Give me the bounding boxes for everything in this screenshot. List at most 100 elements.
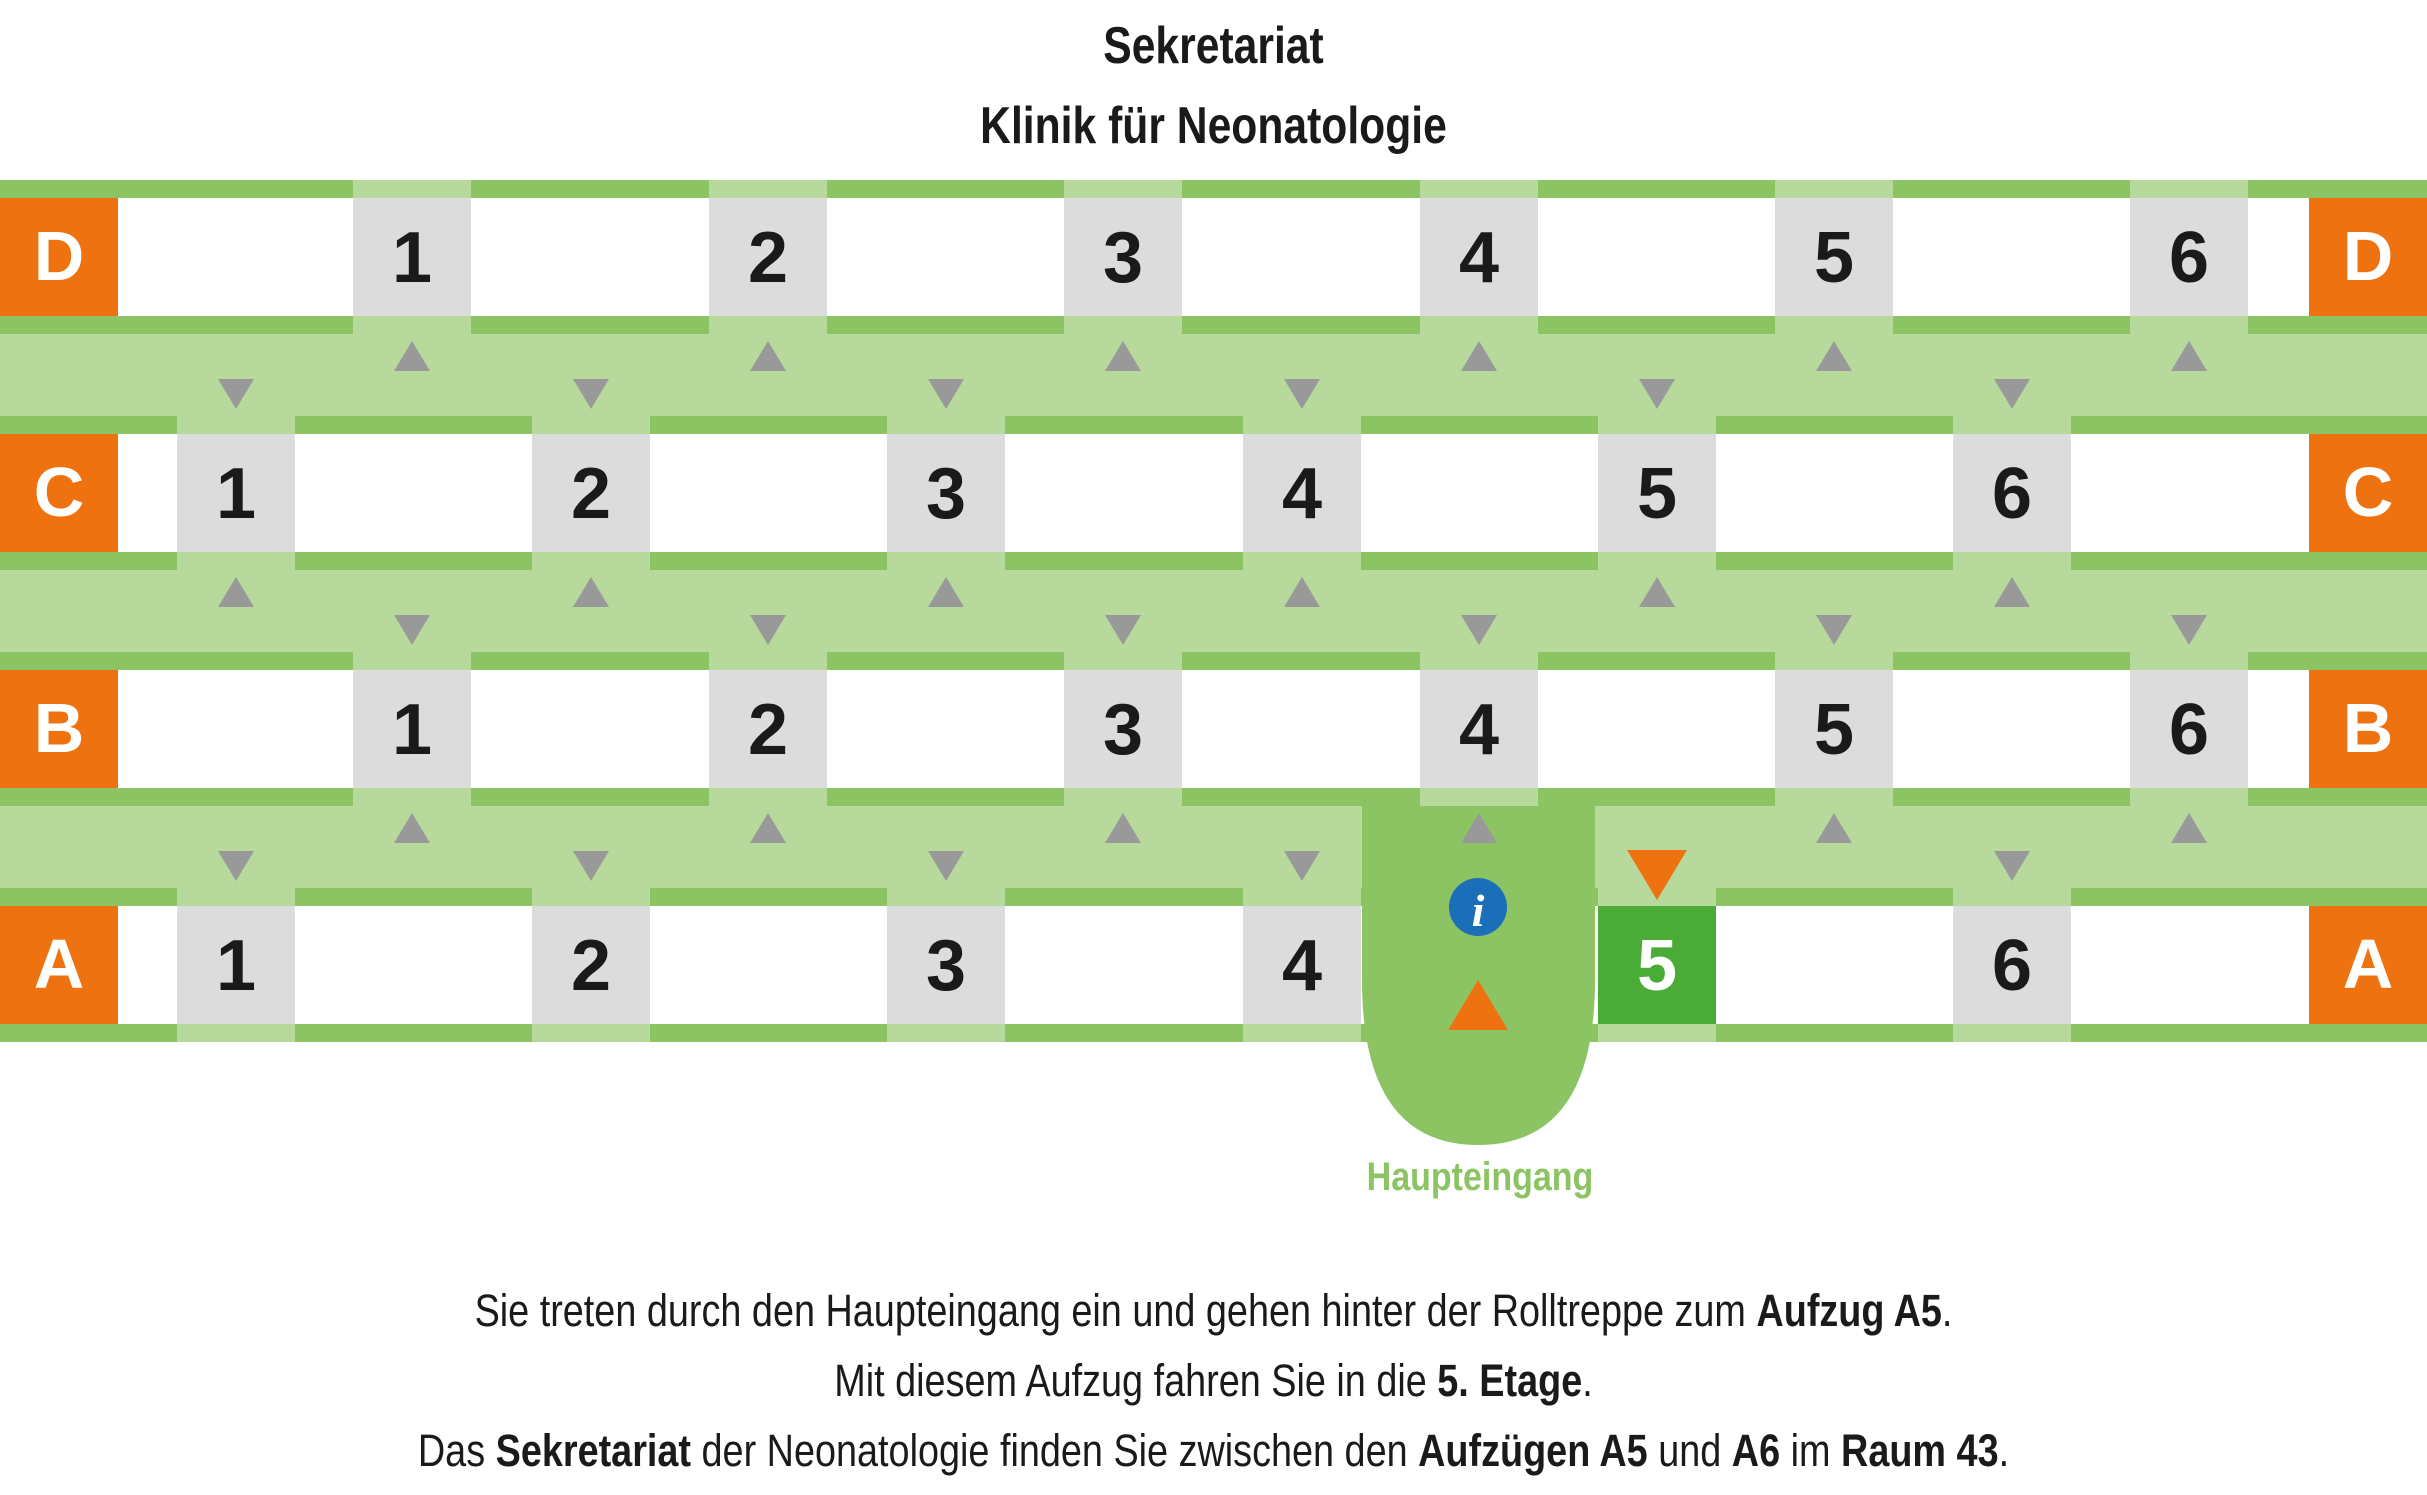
elevator-label-C5: 5 xyxy=(1637,454,1677,534)
connector-top-C3 xyxy=(887,416,1005,434)
connector-bottom-B1 xyxy=(353,788,471,806)
connector-bottom-A6 xyxy=(1953,1024,2071,1042)
elevator-label-D1: 1 xyxy=(392,218,432,298)
connector-bottom-D4 xyxy=(1420,316,1538,334)
connector-top-D1 xyxy=(353,180,471,198)
elevator-D3 xyxy=(1064,198,1182,316)
connector-top-D2 xyxy=(709,180,827,198)
elevator-label-C3: 3 xyxy=(926,454,966,534)
elevator-A6 xyxy=(1953,906,2071,1024)
elevator-A2 xyxy=(532,906,650,1024)
elevator-label-A3: 3 xyxy=(926,926,966,1006)
arrow-down-A3 xyxy=(928,851,964,881)
elevator-label-B4: 4 xyxy=(1459,690,1499,770)
elevator-C1 xyxy=(177,434,295,552)
elevator-label-D6: 6 xyxy=(2169,218,2209,298)
arrow-up-B6 xyxy=(2171,813,2207,843)
connector-top-A2 xyxy=(532,888,650,906)
elevator-D2 xyxy=(709,198,827,316)
connector-bottom-A3 xyxy=(887,1024,1005,1042)
arrow-up-B4 xyxy=(1461,813,1497,843)
instruction-1-end: . xyxy=(1941,1285,1953,1336)
connector-top-C2 xyxy=(532,416,650,434)
instruction-3-bold-1: Sekretariat xyxy=(495,1425,692,1476)
info-icon-glyph: i xyxy=(1472,885,1485,936)
arrow-down-B5 xyxy=(1816,615,1852,645)
elevator-label-D4: 4 xyxy=(1459,218,1499,298)
arrow-up-B2 xyxy=(750,813,786,843)
arrow-down-B1 xyxy=(394,615,430,645)
instruction-3-mid-1: der Neonatologie finden Sie zwischen den xyxy=(691,1425,1419,1476)
elevator-A3 xyxy=(887,906,1005,1024)
arrow-down-B2 xyxy=(750,615,786,645)
arrow-up-D1 xyxy=(394,341,430,371)
arrow-down-C1 xyxy=(218,379,254,409)
connector-bottom-D6 xyxy=(2130,316,2248,334)
arrow-down-C5 xyxy=(1639,379,1675,409)
elevator-B6 xyxy=(2130,670,2248,788)
info-icon xyxy=(1449,878,1507,936)
arrow-down-B3 xyxy=(1105,615,1141,645)
connector-top-A1 xyxy=(177,888,295,906)
elevator-C4 xyxy=(1243,434,1361,552)
instruction-3-mid-3: im xyxy=(1780,1425,1842,1476)
elevator-A1 xyxy=(177,906,295,1024)
corridor-1 xyxy=(0,334,2427,416)
elevator-D1 xyxy=(353,198,471,316)
connector-top-C5 xyxy=(1598,416,1716,434)
instruction-3-bold-3: A6 xyxy=(1731,1425,1781,1476)
connector-bottom-B6 xyxy=(2130,788,2248,806)
elevator-C5 xyxy=(1598,434,1716,552)
connector-bottom-C4 xyxy=(1243,552,1361,570)
arrow-up-B3 xyxy=(1105,813,1141,843)
elevator-B2 xyxy=(709,670,827,788)
arrow-down-B6 xyxy=(2171,615,2207,645)
arrow-up-C6 xyxy=(1994,577,2030,607)
instruction-line-2: Mit diesem Aufzug fahren Sie in die 5. E… xyxy=(194,1355,2233,1407)
connector-bottom-A4 xyxy=(1243,1024,1361,1042)
connector-top-C4 xyxy=(1243,416,1361,434)
connector-bottom-B3 xyxy=(1064,788,1182,806)
connector-top-A3 xyxy=(887,888,1005,906)
arrow-up-D2 xyxy=(750,341,786,371)
row-label-left-text-D: D xyxy=(34,217,85,295)
row-label-right-text-C: C xyxy=(2343,453,2394,531)
connector-top-B3 xyxy=(1064,652,1182,670)
row-label-right-text-B: B xyxy=(2343,689,2394,767)
elevator-label-B2: 2 xyxy=(748,690,788,770)
elevator-label-C1: 1 xyxy=(216,454,256,534)
arrow-up-D5 xyxy=(1816,341,1852,371)
route-arrow-up-icon xyxy=(1448,980,1508,1030)
instruction-3-text: Das xyxy=(417,1425,496,1476)
arrow-up-C1 xyxy=(218,577,254,607)
row-label-right-text-A: A xyxy=(2343,925,2394,1003)
arrow-down-C4 xyxy=(1284,379,1320,409)
elevator-label-A4: 4 xyxy=(1282,926,1322,1006)
connector-top-D3 xyxy=(1064,180,1182,198)
arrow-up-D6 xyxy=(2171,341,2207,371)
connector-top-B2 xyxy=(709,652,827,670)
arrow-up-B5 xyxy=(1816,813,1852,843)
connector-bottom-B2 xyxy=(709,788,827,806)
arrow-down-C3 xyxy=(928,379,964,409)
elevator-C6 xyxy=(1953,434,2071,552)
row-label-left-A xyxy=(0,906,118,1024)
row-label-left-text-A: A xyxy=(34,925,85,1003)
row-label-right-D xyxy=(2309,198,2427,316)
connector-bottom-C6 xyxy=(1953,552,2071,570)
main-entrance-area xyxy=(1362,800,1595,1145)
elevator-label-A6: 6 xyxy=(1992,926,2032,1006)
row-label-right-A xyxy=(2309,906,2427,1024)
row-label-left-D xyxy=(0,198,118,316)
elevator-label-C2: 2 xyxy=(571,454,611,534)
elevator-C2 xyxy=(532,434,650,552)
connector-bottom-D2 xyxy=(709,316,827,334)
instruction-2-end: . xyxy=(1582,1355,1593,1406)
instruction-line-3: Das Sekretariat der Neonatologie finden … xyxy=(194,1425,2233,1477)
connector-top-B4 xyxy=(1420,652,1538,670)
instruction-3-mid-2: und xyxy=(1647,1425,1732,1476)
elevator-D5 xyxy=(1775,198,1893,316)
connector-top-A4 xyxy=(1243,888,1361,906)
row-label-right-text-D: D xyxy=(2343,217,2394,295)
